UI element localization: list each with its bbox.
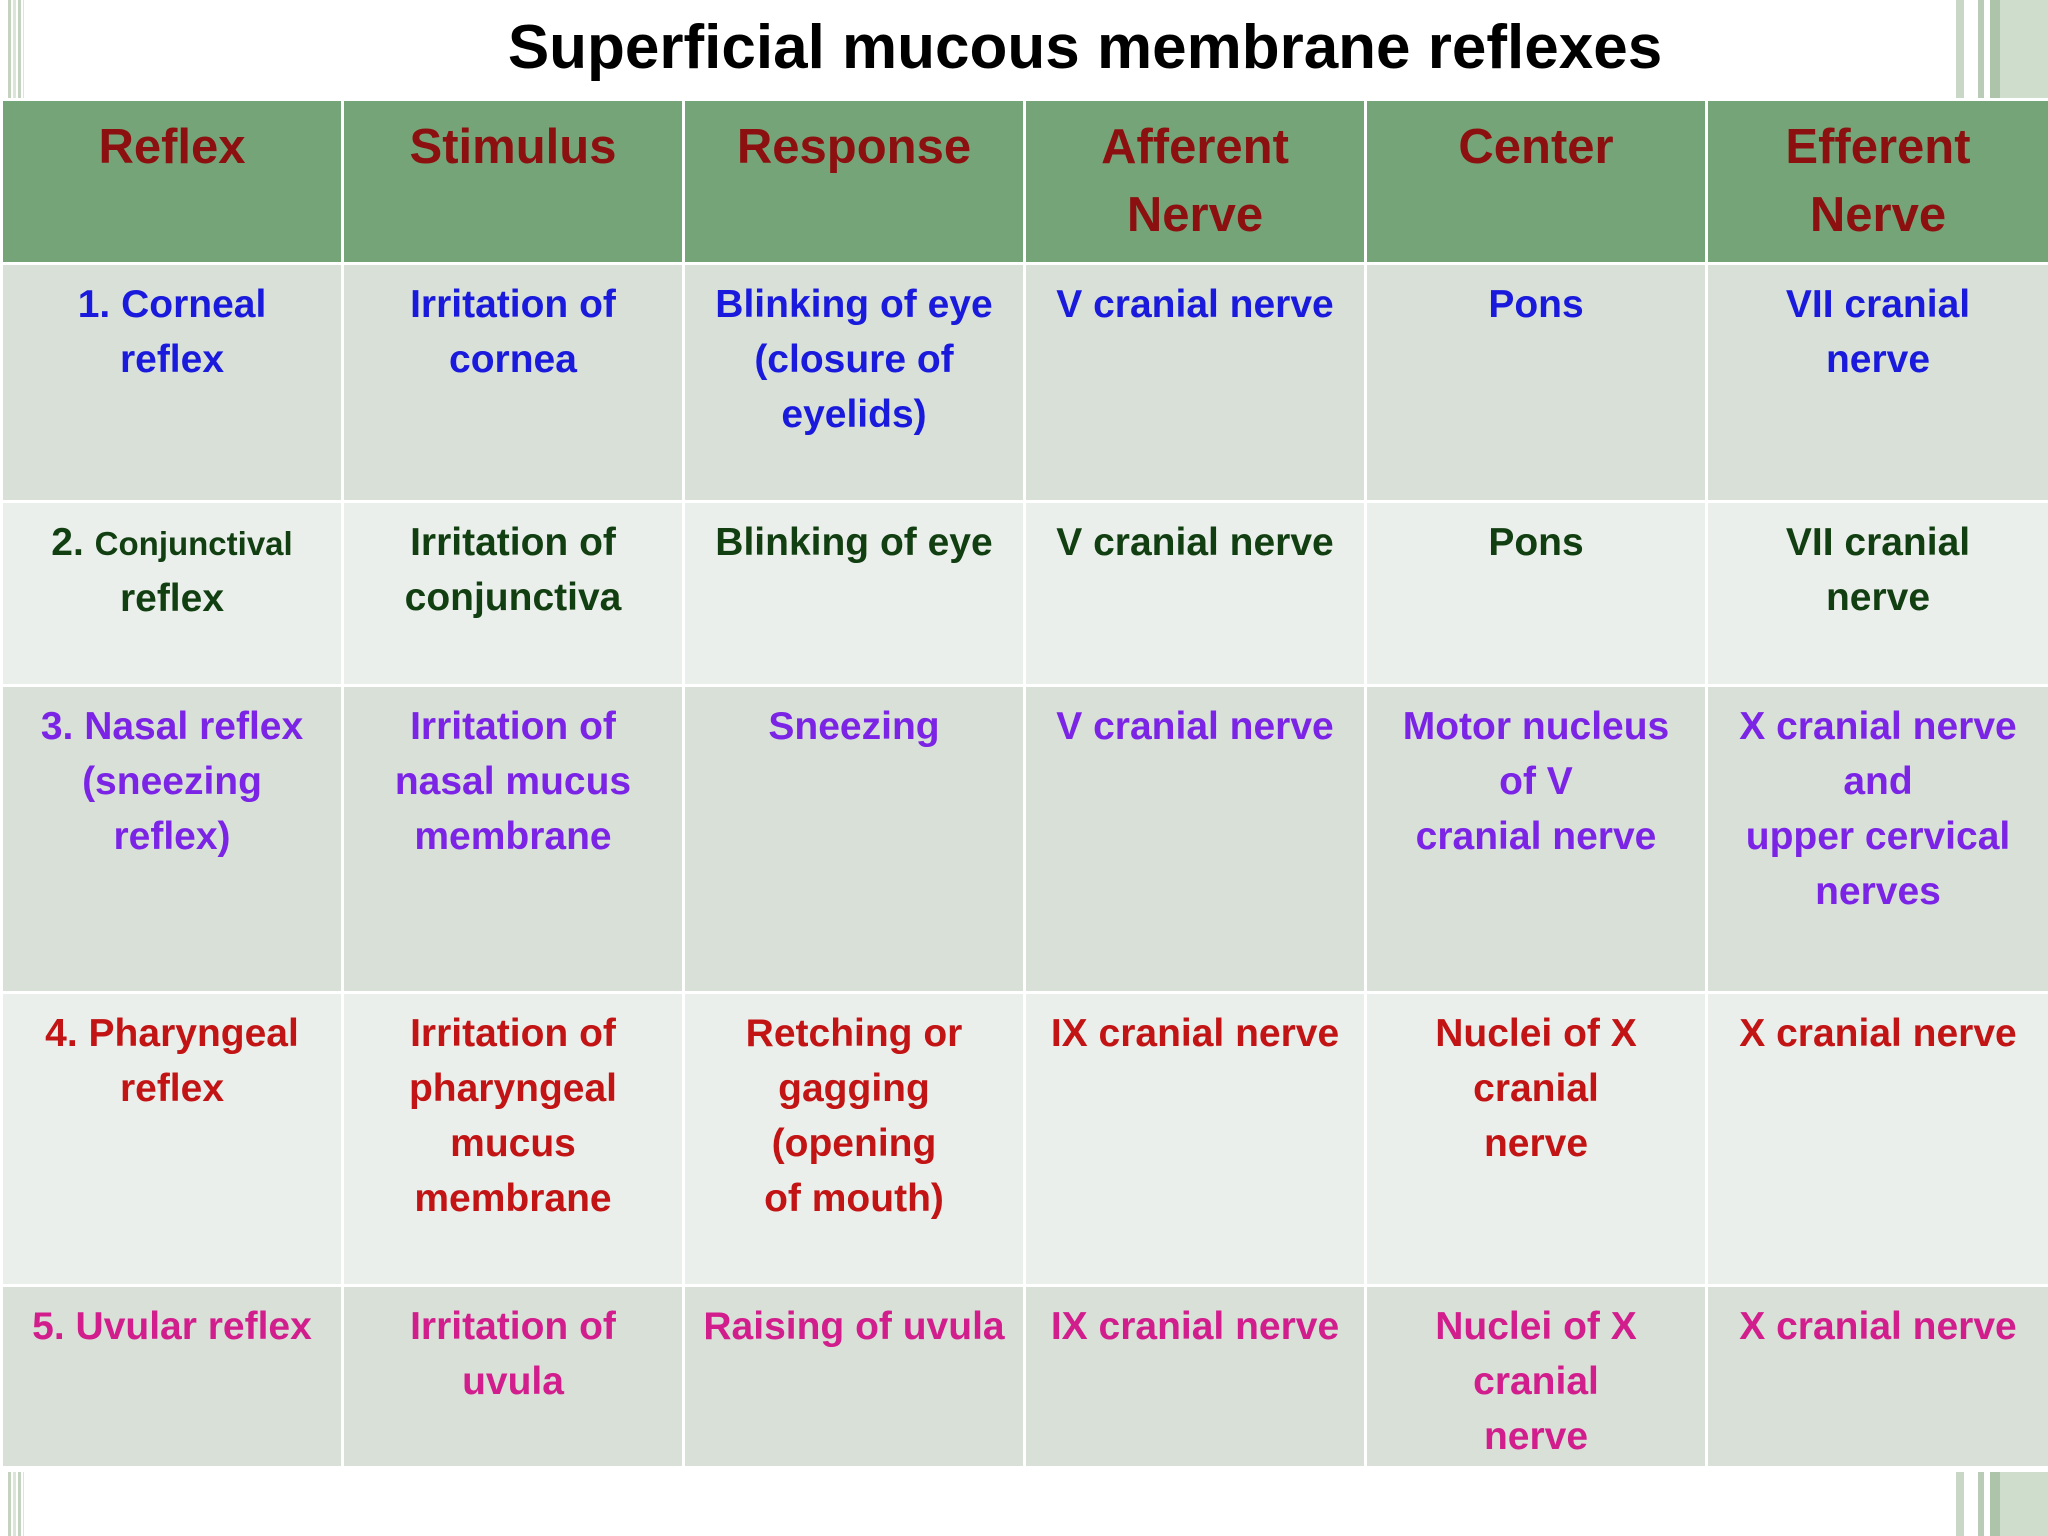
reflex-name-suffix: reflex: [119, 577, 225, 620]
afferent-cell: V cranial nerve: [1023, 684, 1367, 994]
reflex-name: Corneal reflex: [119, 283, 267, 381]
stimulus-cell: Irritation of conjunctiva: [341, 500, 685, 687]
efferent-cell: X cranial nerve: [1705, 1284, 2048, 1469]
reflex-name: Nasal reflex (sneezing reflex): [82, 705, 304, 858]
afferent-cell: V cranial nerve: [1023, 500, 1367, 687]
stimulus-cell: Irritation of nasal mucus membrane: [341, 684, 685, 994]
column-header-stimulus: Stimulus: [341, 98, 685, 265]
response-cell: Retching or gagging (opening of mouth): [682, 991, 1026, 1287]
reflex-cell: 3. Nasal reflex (sneezing reflex): [0, 684, 344, 994]
reflex-cell: 5. Uvular reflex: [0, 1284, 344, 1469]
left-stripe-decoration-top: [8, 0, 24, 98]
table-row-nasal: 3. Nasal reflex (sneezing reflex) Irrita…: [0, 684, 2048, 994]
center-cell: Pons: [1364, 262, 1708, 503]
response-cell: Raising of uvula: [682, 1284, 1026, 1469]
right-stripe-decoration-top: [1956, 0, 2048, 98]
efferent-cell: VII cranial nerve: [1705, 262, 2048, 503]
table-row-corneal: 1. Corneal reflex Irritation of cornea B…: [0, 262, 2048, 503]
reflex-name: Conjunctival: [94, 525, 293, 562]
left-stripe-decoration-bottom: [8, 1472, 24, 1536]
table-row-pharyngeal: 4. Pharyngeal reflex Irritation of phary…: [0, 991, 2048, 1287]
column-header-response: Response: [682, 98, 1026, 265]
reflex-cell: 2. Conjunctival reflex: [0, 500, 344, 687]
response-cell: Blinking of eye (closure of eyelids): [682, 262, 1026, 503]
table-row-uvular: 5. Uvular reflex Irritation of uvula Rai…: [0, 1284, 2048, 1469]
column-header-afferent-nerve: Afferent Nerve: [1023, 98, 1367, 265]
stimulus-cell: Irritation of pharyngeal mucus membrane: [341, 991, 685, 1287]
afferent-cell: V cranial nerve: [1023, 262, 1367, 503]
afferent-cell: IX cranial nerve: [1023, 1284, 1367, 1469]
reflex-name: Uvular reflex: [75, 1305, 312, 1348]
center-cell: Pons: [1364, 500, 1708, 687]
response-cell: Blinking of eye: [682, 500, 1026, 687]
reflex-number: 5.: [32, 1305, 65, 1348]
stimulus-cell: Irritation of cornea: [341, 262, 685, 503]
slide-title: Superficial mucous membrane reflexes: [507, 13, 1663, 82]
afferent-cell: IX cranial nerve: [1023, 991, 1367, 1287]
reflex-table: Reflex Stimulus Response Afferent Nerve …: [0, 98, 2048, 1469]
column-header-center: Center: [1364, 98, 1708, 265]
efferent-cell: X cranial nerve: [1705, 991, 2048, 1287]
column-header-reflex: Reflex: [0, 98, 344, 265]
response-cell: Sneezing: [682, 684, 1026, 994]
reflex-cell: 1. Corneal reflex: [0, 262, 344, 503]
header-row: Reflex Stimulus Response Afferent Nerve …: [0, 98, 2048, 265]
efferent-cell: X cranial nerve and upper cervical nerve…: [1705, 684, 2048, 994]
column-header-efferent-nerve: Efferent Nerve: [1705, 98, 2048, 265]
stimulus-cell: Irritation of uvula: [341, 1284, 685, 1469]
reflex-number: 1.: [77, 283, 111, 326]
reflex-name: Pharyngeal reflex: [88, 1012, 299, 1110]
right-stripe-decoration-bottom: [1956, 1472, 2048, 1536]
center-cell: Nuclei of X cranial nerve: [1364, 1284, 1708, 1469]
center-cell: Motor nucleus of V cranial nerve: [1364, 684, 1708, 994]
reflex-cell: 4. Pharyngeal reflex: [0, 991, 344, 1287]
reflex-number: 3.: [40, 705, 74, 748]
center-cell: Nuclei of X cranial nerve: [1364, 991, 1708, 1287]
reflex-number: 2.: [51, 521, 84, 564]
efferent-cell: VII cranial nerve: [1705, 500, 2048, 687]
reflex-number: 4.: [45, 1012, 78, 1055]
table-row-conjunctival: 2. Conjunctival reflex Irritation of conj…: [0, 500, 2048, 687]
